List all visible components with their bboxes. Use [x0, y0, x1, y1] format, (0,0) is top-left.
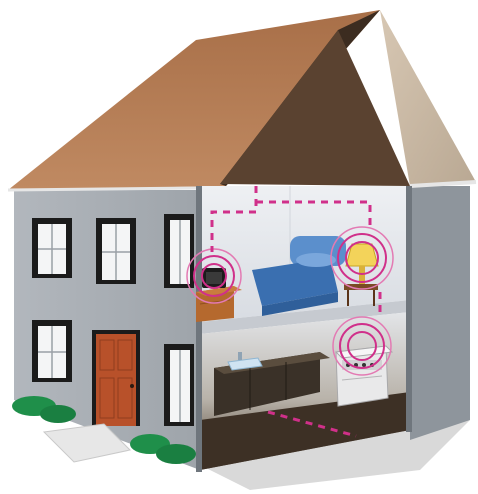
window-upper-2 — [96, 218, 136, 284]
roof-trim — [8, 188, 196, 190]
window-upper-3 — [164, 214, 194, 288]
window-lower-1 — [32, 320, 72, 382]
front-door — [92, 330, 140, 426]
cutaway-edge-right — [406, 186, 412, 432]
window-upper-1 — [32, 218, 72, 278]
window-lower-2 — [164, 344, 194, 426]
cutaway-edge-left — [196, 186, 202, 472]
stove — [336, 346, 392, 406]
side-wall — [410, 186, 470, 440]
